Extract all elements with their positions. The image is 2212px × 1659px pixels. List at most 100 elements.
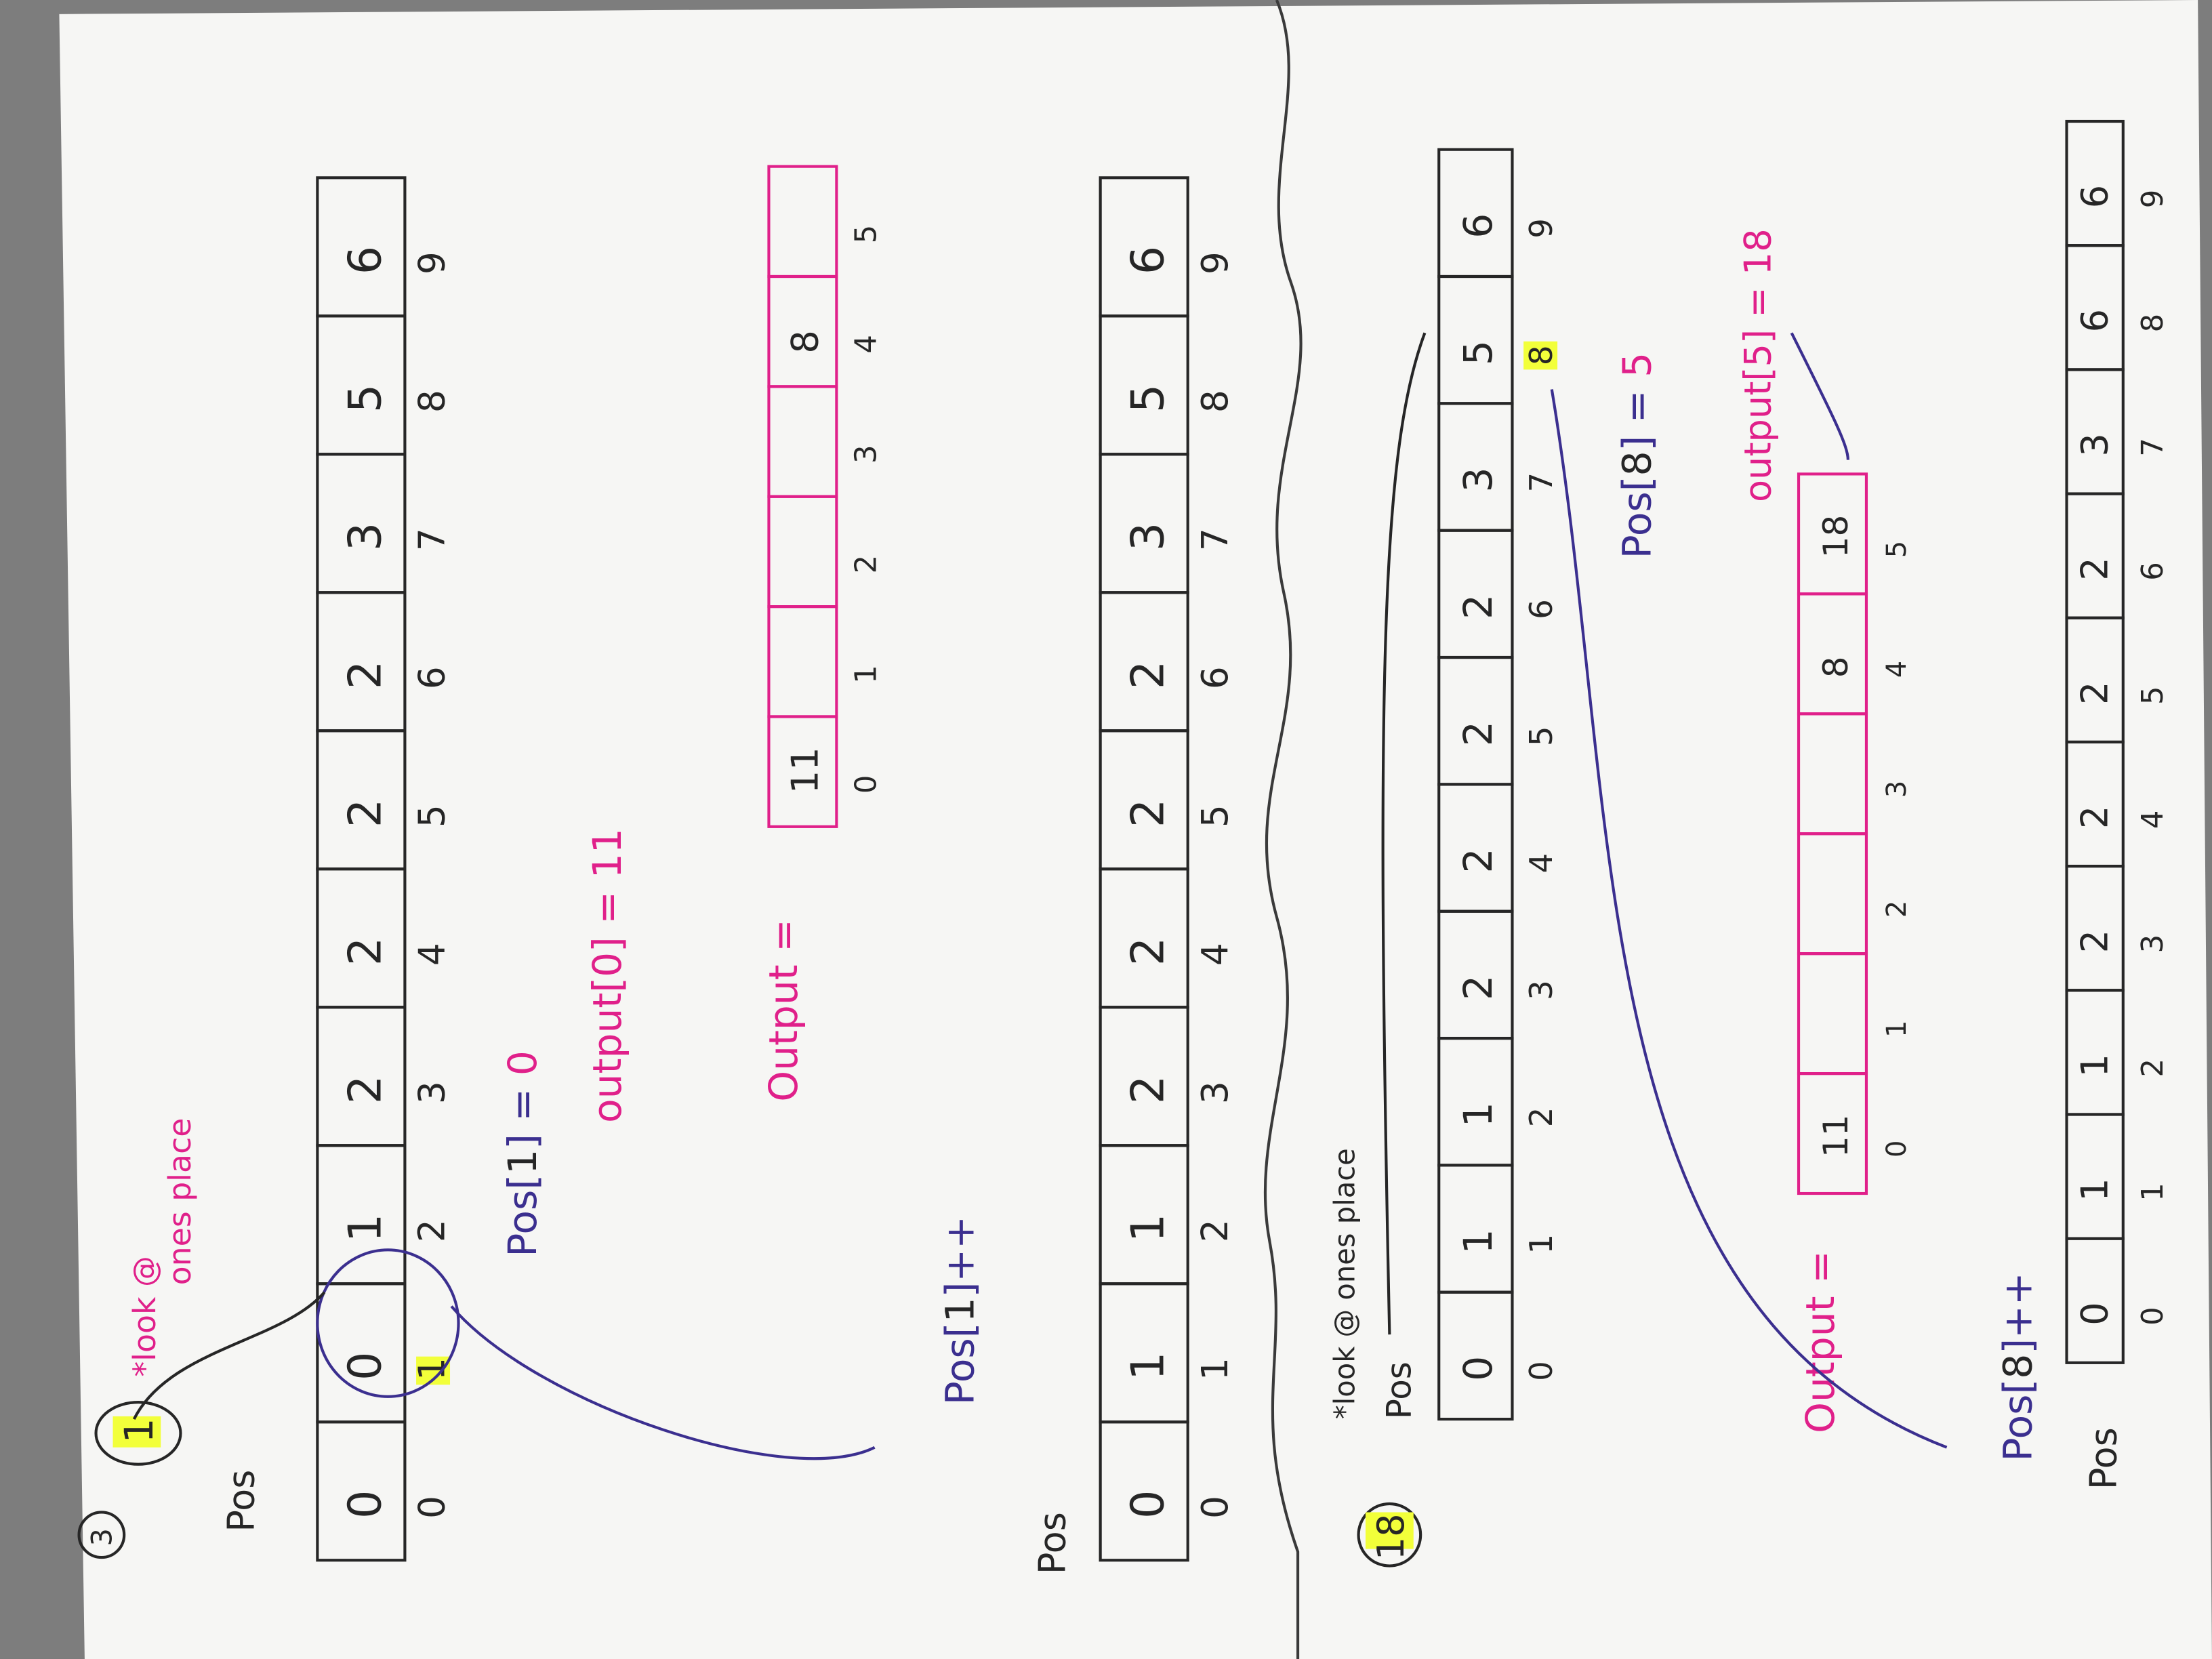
key-digit: 1 (116, 1418, 162, 1443)
pos-array-top-2-index: 4 (1194, 943, 1236, 966)
output-array-bottom-value: 11 (1816, 1114, 1856, 1158)
section-divider (1263, 0, 1303, 1659)
output-array-bottom-index: 0 (1881, 1141, 1912, 1158)
pos-array-top-2-index: 3 (1194, 1081, 1236, 1104)
pos-array-bottom-value: 6 (1455, 213, 1501, 239)
pos-array-top-2-cell (1099, 176, 1189, 318)
output-array-bottom-index: 2 (1881, 901, 1912, 918)
increment-expr-top: Pos[1]++ (937, 1216, 983, 1405)
output-array-top-value: 11 (783, 747, 826, 794)
pos-array-top-value: 5 (338, 384, 391, 413)
pos-array-top-2-value: 5 (1122, 384, 1174, 413)
output-label-top: Output = (760, 919, 806, 1102)
pos-array-bottom-2-index: 9 (2136, 190, 2170, 209)
pos-array-bottom-2-index: 8 (2136, 314, 2170, 333)
note-line-1: *look @ (126, 1256, 163, 1376)
pos-array-bottom-index: 0 (1523, 1361, 1559, 1381)
pos-array-bottom-index: 2 (1523, 1107, 1559, 1128)
pos-array-bottom-2-cell (2065, 119, 2125, 247)
pos-array-bottom-2-index: 7 (2136, 438, 2170, 457)
output-array-bottom-cell (1797, 472, 1868, 596)
key-digit-circle (94, 1401, 182, 1466)
pos-array-top-2-value: 3 (1122, 523, 1174, 551)
pos-array-bottom-2-value: 2 (2073, 557, 2116, 580)
pos-array-bottom-index: 7 (1523, 472, 1559, 493)
output-array-bottom-index: 3 (1881, 781, 1912, 798)
pos-array-bottom-2-value: 2 (2073, 930, 2116, 953)
pos-array-top-index: 9 (411, 251, 453, 274)
note-bottom: *look @ ones place (1328, 1148, 1361, 1419)
pos-array-bottom-index: 4 (1523, 853, 1559, 874)
output-assign-bottom: output[5] = 18 (1736, 228, 1779, 502)
pos-array-top-2-value: 1 (1122, 1214, 1174, 1242)
pos-array-top-value: 0 (338, 1352, 391, 1380)
pos-array-top-2-index: 1 (1194, 1357, 1236, 1380)
pos-array-top-2-value: 6 (1122, 246, 1174, 274)
pos-array-top-index: 3 (411, 1081, 453, 1104)
pos-array-bottom-2-value: 3 (2073, 433, 2116, 456)
arrow-slot-to-increment (450, 1305, 876, 1460)
pos-array-top-value: 1 (338, 1214, 391, 1242)
pos-array-top-index: 0 (411, 1496, 453, 1519)
pos-array-top-value: 2 (338, 661, 391, 689)
pos-array-bottom-value: 2 (1455, 594, 1501, 619)
pos-array-top-2-index: 6 (1194, 666, 1236, 689)
output-array-top-value: 8 (783, 330, 826, 353)
pos-array-top-index-highlight (416, 1356, 451, 1385)
pos-array-top-2-value: 2 (1122, 1076, 1174, 1104)
pos-array-bottom-value: 3 (1455, 467, 1501, 492)
pos-array-top-2-index: 2 (1194, 1219, 1236, 1242)
pos-array-bottom-2-value: 6 (2073, 185, 2116, 208)
key-digit-highlight (112, 1416, 161, 1448)
output-array-bottom-index: 1 (1881, 1021, 1912, 1038)
pos-array-bottom-index: 3 (1523, 980, 1559, 1000)
pos-array-bottom-index: 8 (1523, 345, 1559, 365)
arrow-slot-to-increment-bottom (1550, 389, 1948, 1449)
pos-array-bottom-index-highlight (1523, 341, 1558, 370)
pos-array-top-index: 5 (411, 804, 453, 827)
pos-array-bottom-index: 6 (1523, 599, 1559, 619)
output-label-bottom: Output = (1797, 1250, 1843, 1433)
pos-array-bottom-value: 2 (1455, 721, 1501, 746)
increment-expr-bottom: Pos[8]++ (1995, 1272, 2041, 1461)
output-array-top-cell (767, 165, 838, 279)
pos-of-key-expr-top: Pos[1] = 0 (499, 1050, 546, 1257)
pos-array-top-2-value: 2 (1122, 799, 1174, 827)
pos-array-top-index: 1 (411, 1357, 453, 1380)
pos-array-top-value: 2 (338, 799, 391, 827)
pos-array-bottom-value: 0 (1455, 1356, 1501, 1381)
pos-array-bottom-2-index: 6 (2136, 562, 2170, 581)
pos-array-top-value: 3 (338, 523, 391, 551)
output-array-top-index: 5 (850, 225, 884, 244)
output-assign-top: output[0] = 11 (584, 828, 630, 1123)
pos-array-top-2-index: 0 (1194, 1496, 1236, 1519)
pos-array-bottom-2-index: 4 (2136, 811, 2170, 830)
output-array-bottom-index: 5 (1881, 541, 1912, 558)
pos-array-bottom-value: 2 (1455, 848, 1501, 873)
key-number-circle (1357, 1502, 1422, 1568)
pos-array-bottom-index: 9 (1523, 218, 1559, 239)
pos-array-top-2-index: 9 (1194, 251, 1236, 274)
pos-array-bottom-2-value: 0 (2073, 1302, 2116, 1325)
pos-array-top-index: 7 (411, 528, 453, 551)
step-number: 3 (85, 1528, 118, 1546)
pos-array-bottom-2-value: 6 (2073, 309, 2116, 332)
pos-array-bottom-2-index: 1 (2136, 1183, 2170, 1202)
paper-sheet (59, 0, 2212, 1659)
key-number-highlight (1365, 1512, 1414, 1549)
pos-array-top-cell (316, 176, 407, 318)
pos-array-bottom-2-index: 0 (2136, 1307, 2170, 1326)
output-array-top-index: 4 (850, 335, 884, 354)
pos-array-bottom-value: 1 (1455, 1102, 1501, 1127)
pos-label-top: Pos (220, 1470, 263, 1532)
arrow-key-to-slot-bottom (1381, 332, 1427, 1335)
